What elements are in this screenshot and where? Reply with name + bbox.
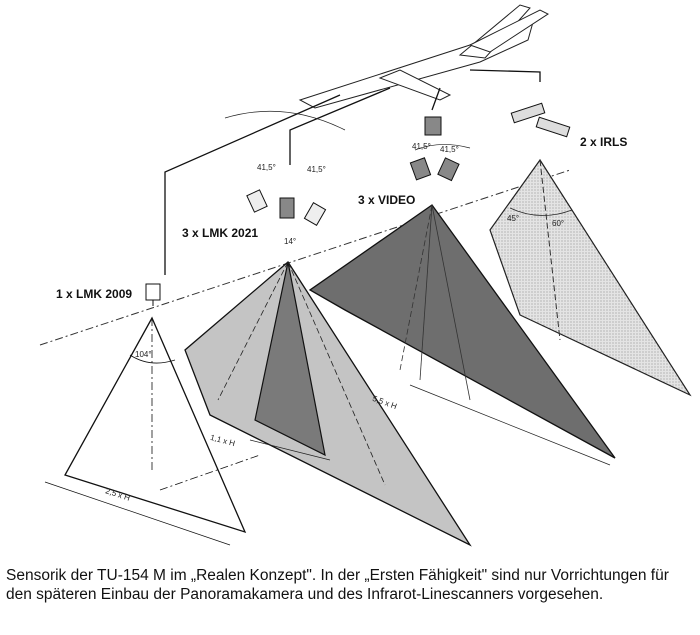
lmk2021-coverage — [184, 261, 472, 547]
label-video: 3 x VIDEO — [358, 193, 416, 207]
label-lmk2021: 3 x LMK 2021 — [182, 226, 259, 240]
angle-video-left: 41,5° — [412, 142, 431, 151]
angle-video-right: 41,5° — [440, 145, 459, 154]
lmk2009-camera-icon — [145, 283, 161, 306]
irls-scanner-icons — [510, 102, 571, 138]
connection-lines — [164, 69, 541, 275]
label-irls: 2 x IRLS — [580, 135, 628, 149]
angle-lmk2021-right: 41,5° — [307, 165, 326, 174]
figure-caption: Sensorik der TU-154 M im „Realen Konzept… — [6, 567, 669, 603]
angle-lmk2009: 104° — [135, 350, 152, 359]
angle-irls-left: 45° — [507, 214, 520, 223]
irls-coverage — [489, 158, 692, 397]
label-lmk2009: 1 x LMK 2009 — [56, 287, 133, 301]
lmk2021-center-coverage — [254, 261, 326, 457]
flight-axis-line — [39, 169, 571, 346]
diagram-drawing — [39, 4, 692, 547]
angle-irls-right: 60° — [552, 219, 565, 228]
lmk2021-camera-icons — [246, 189, 327, 226]
aircraft-icon — [298, 4, 550, 109]
video-coverage — [308, 204, 616, 459]
lmk2009-coverage — [44, 316, 261, 546]
angle-lmk2021-left: 41,5° — [257, 163, 276, 172]
angle-lmk2021-center: 14° — [284, 237, 297, 246]
video-camera-icons — [409, 116, 460, 182]
